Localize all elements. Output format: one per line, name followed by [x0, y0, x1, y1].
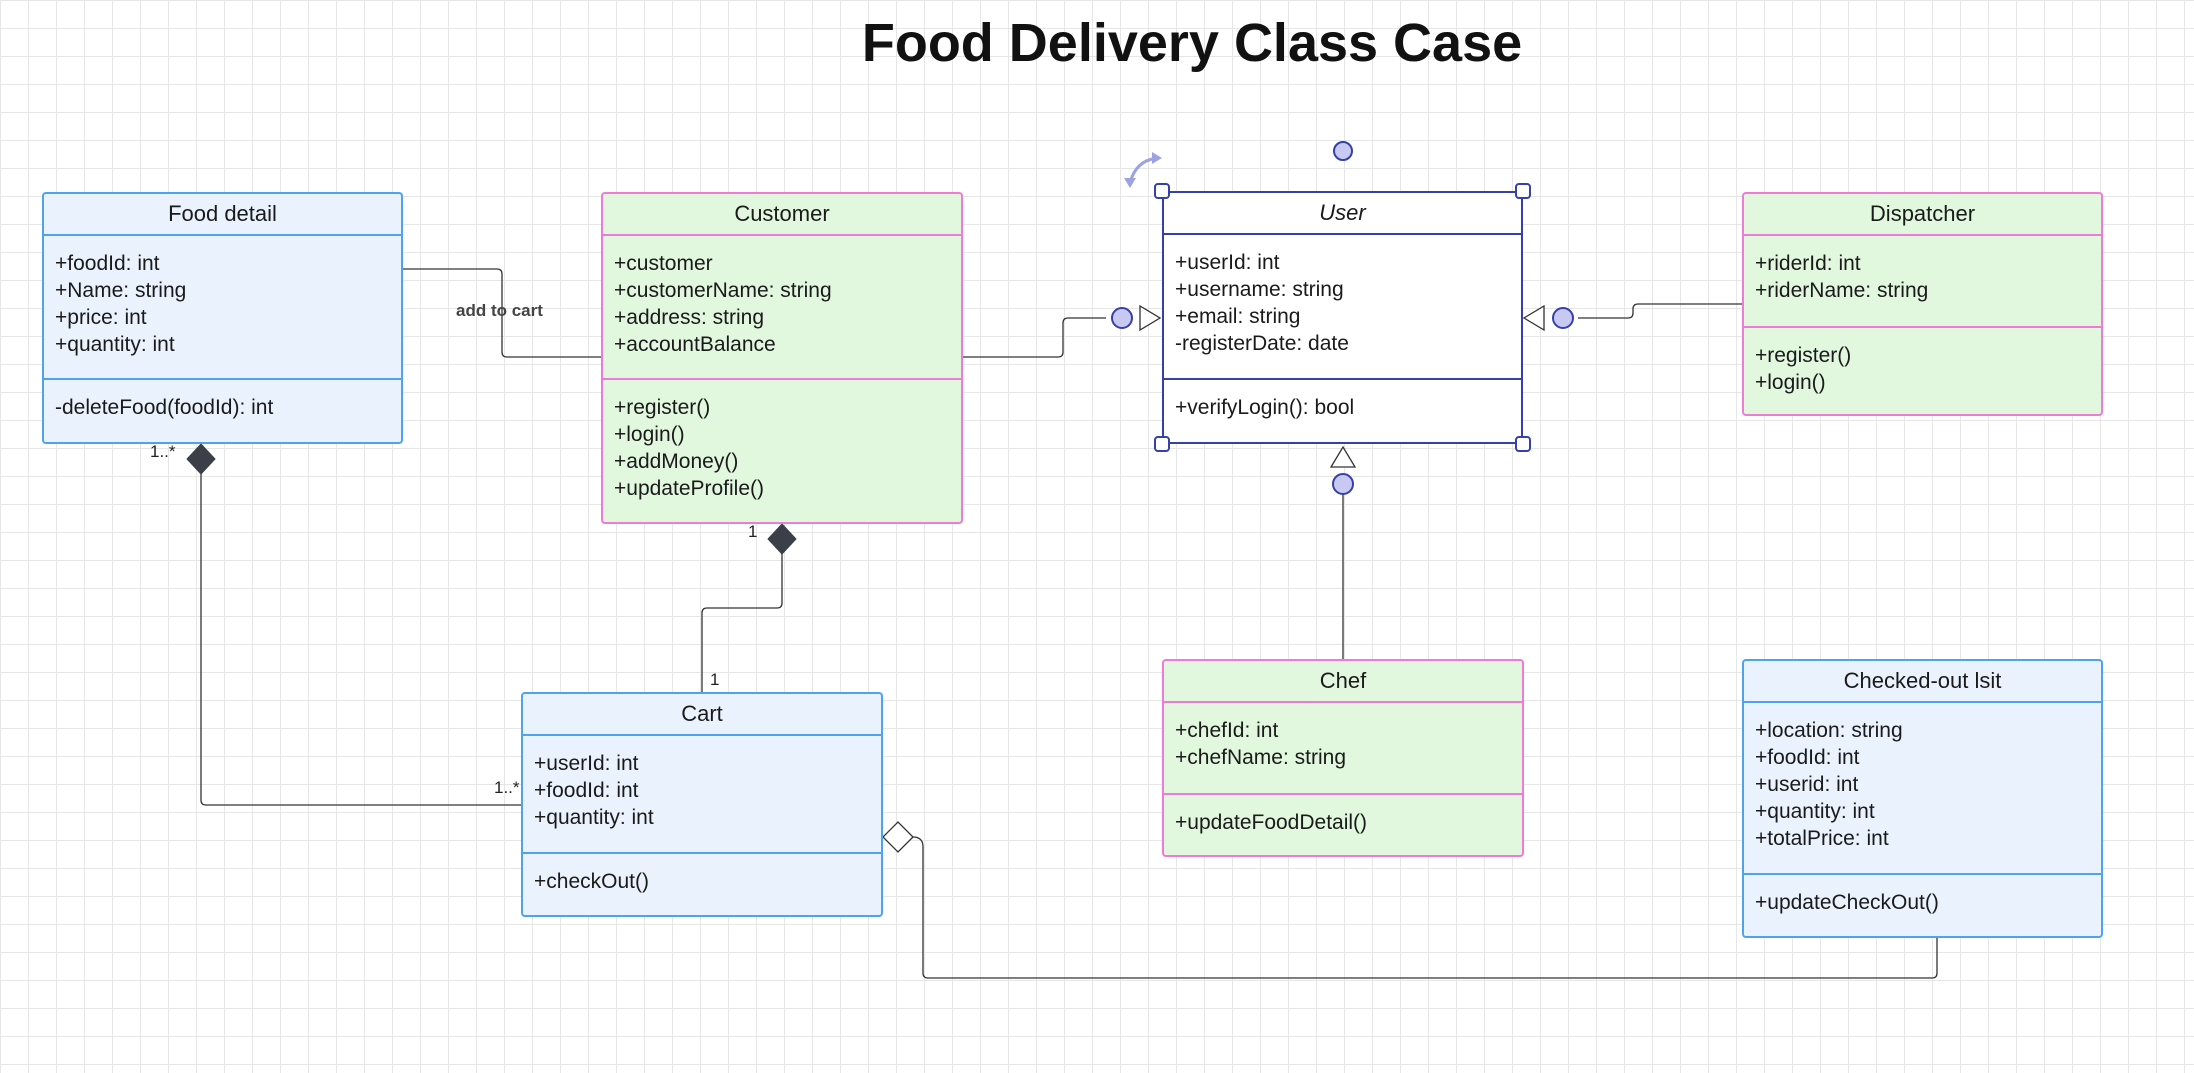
operation: +register() [614, 396, 711, 419]
operations-compartment: +register() +login() +addMoney() +update… [603, 380, 961, 502]
connector-food-customer[interactable] [402, 268, 602, 358]
operations-compartment: +checkOut() [523, 854, 881, 895]
class-food-detail[interactable]: Food detail +foodId: int +Name: string +… [42, 192, 403, 444]
attribute: +foodId: int [1755, 746, 1860, 769]
lollipop-dispatcher-user [1552, 307, 1574, 329]
multiplicity-cart-food: 1..* [494, 778, 520, 797]
diamond-customer-cart [767, 523, 797, 555]
diagram-title: Food Delivery Class Case [861, 13, 1523, 73]
operations-compartment: -deleteFood(foodId): int [44, 380, 401, 421]
operation: +login() [614, 423, 685, 446]
operation: +updateProfile() [614, 477, 765, 500]
operations-compartment: +updateFoodDetail() [1164, 795, 1522, 836]
attributes-compartment: +riderId: int +riderName: string [1744, 236, 2101, 328]
connector-cart-checkedout[interactable] [912, 836, 1938, 979]
attribute: +riderName: string [1755, 279, 1929, 302]
class-customer[interactable]: Customer +customer +customerName: string… [601, 192, 963, 524]
class-dispatcher[interactable]: Dispatcher +riderId: int +riderName: str… [1742, 192, 2103, 416]
attribute: +username: string [1175, 278, 1344, 301]
attributes-compartment: +foodId: int +Name: string +price: int +… [44, 236, 401, 380]
attribute: +quantity: int [55, 333, 175, 356]
selection-handle-top-left[interactable] [1154, 183, 1170, 199]
attribute: +customerName: string [614, 279, 832, 302]
attribute: +location: string [1755, 719, 1903, 742]
multiplicity-customer: 1 [748, 522, 758, 541]
attribute: +address: string [614, 306, 764, 329]
class-user[interactable]: User +userId: int +username: string +ema… [1162, 191, 1523, 444]
lollipop-chef-user [1332, 473, 1354, 495]
operation: +updateCheckOut() [1755, 891, 1939, 914]
operations-compartment: +updateCheckOut() [1744, 875, 2101, 916]
class-name: Cart [523, 694, 881, 736]
attributes-compartment: +customer +customerName: string +address… [603, 236, 961, 380]
multiplicity-food-detail: 1..* [150, 442, 176, 461]
class-name: Food detail [44, 194, 401, 236]
connector-food-cart[interactable] [200, 474, 521, 806]
attribute: +price: int [55, 306, 147, 329]
connection-point-handle[interactable] [1333, 141, 1353, 161]
operation: -deleteFood(foodId): int [55, 396, 274, 419]
attribute: +chefId: int [1175, 719, 1279, 742]
class-cart[interactable]: Cart +userId: int +foodId: int +quantity… [521, 692, 883, 917]
class-name: Dispatcher [1744, 194, 2101, 236]
attributes-compartment: +location: string +foodId: int +userid: … [1744, 703, 2101, 875]
attribute: +userId: int [534, 752, 639, 775]
operation: +login() [1755, 371, 1826, 394]
selection-handle-top-right[interactable] [1515, 183, 1531, 199]
class-checked-out-list[interactable]: Checked-out lsit +location: string +food… [1742, 659, 2103, 938]
operation: +updateFoodDetail() [1175, 811, 1368, 834]
arrowhead-customer-user [1139, 304, 1162, 332]
selection-handle-bottom-right[interactable] [1515, 436, 1531, 452]
selection-handle-bottom-left[interactable] [1154, 436, 1170, 452]
attribute: +foodId: int [534, 779, 639, 802]
diamond-cart-checkedout [882, 821, 914, 853]
rotate-arrow-head-icon [1152, 152, 1162, 164]
class-name: Chef [1164, 661, 1522, 703]
attribute: +riderId: int [1755, 252, 1861, 275]
class-name: User [1164, 193, 1521, 235]
attributes-compartment: +userId: int +foodId: int +quantity: int [523, 736, 881, 854]
attribute: +foodId: int [55, 252, 160, 275]
operation: +checkOut() [534, 870, 649, 893]
arrowhead-dispatcher-user [1522, 304, 1545, 332]
attribute: +customer [614, 252, 713, 275]
attributes-compartment: +chefId: int +chefName: string [1164, 703, 1522, 795]
connector-customer-cart[interactable] [701, 554, 783, 692]
diamond-food-cart [186, 443, 216, 475]
multiplicity-cart-customer: 1 [710, 670, 720, 689]
attribute: +Name: string [55, 279, 187, 302]
connector-customer-user[interactable] [962, 317, 1106, 358]
class-name: Customer [603, 194, 961, 236]
operations-compartment: +register() +login() [1744, 328, 2101, 396]
operation: +verifyLogin(): bool [1175, 396, 1355, 419]
attribute: +accountBalance [614, 333, 776, 356]
operation: +register() [1755, 344, 1852, 367]
operations-compartment: +verifyLogin(): bool [1164, 380, 1521, 421]
attribute: -registerDate: date [1175, 332, 1349, 355]
attribute: +userid: int [1755, 773, 1859, 796]
attribute: +quantity: int [534, 806, 654, 829]
lollipop-customer-user [1111, 307, 1133, 329]
arrowhead-chef-user [1329, 445, 1357, 468]
attribute: +userId: int [1175, 251, 1280, 274]
rotate-arrow-tail-icon [1124, 178, 1136, 188]
attribute: +email: string [1175, 305, 1301, 328]
connector-dispatcher-user[interactable] [1578, 303, 1742, 319]
operation: +addMoney() [614, 450, 739, 473]
association-label-add-to-cart: add to cart [456, 301, 543, 320]
attribute: +quantity: int [1755, 800, 1875, 823]
attribute: +chefName: string [1175, 746, 1346, 769]
attribute: +totalPrice: int [1755, 827, 1889, 850]
class-name: Checked-out lsit [1744, 661, 2101, 703]
attributes-compartment: +userId: int +username: string +email: s… [1164, 235, 1521, 380]
class-chef[interactable]: Chef +chefId: int +chefName: string +upd… [1162, 659, 1524, 857]
